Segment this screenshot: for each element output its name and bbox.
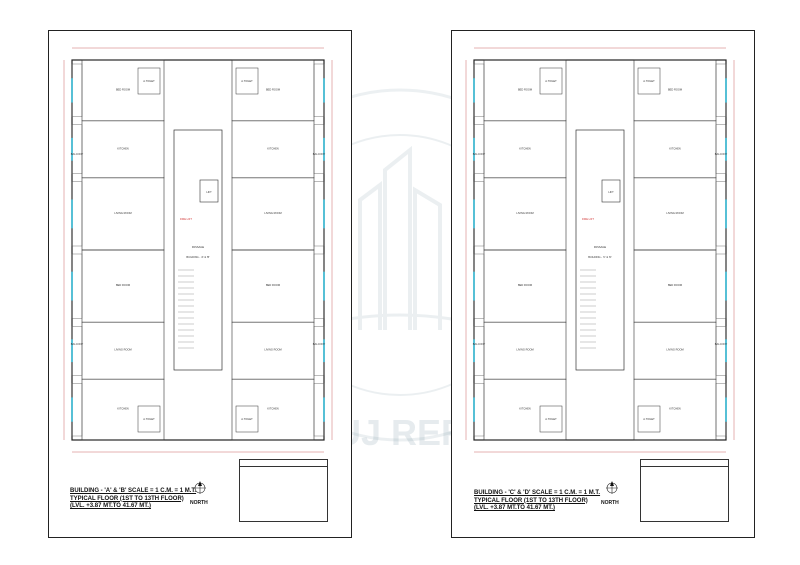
balcony-label: BALCONY — [473, 152, 486, 156]
balcony-label: BALCONY — [473, 342, 486, 346]
drawing-sheet-left — [48, 30, 352, 538]
building-label: BUILDING - 'A' & 'B' — [186, 255, 210, 259]
room-label: KITCHEN — [669, 146, 681, 150]
toilet-label: A.TOILET — [241, 79, 253, 83]
room-label: KITCHEN — [117, 407, 129, 411]
title-level-line: (LVL. +3.87 MT.TO 41.67 MT.) — [70, 503, 151, 509]
title-block-left: BUILDING - 'A' & 'B' SCALE = 1 C.M. = 1 … — [70, 488, 196, 511]
room-label: LIVING ROOM — [264, 348, 281, 352]
room-label: BED ROOM — [518, 283, 532, 287]
outer-wall — [473, 59, 727, 441]
room-label: KITCHEN — [519, 407, 531, 411]
toilet-room — [539, 405, 563, 433]
title-scale-line: BUILDING - 'A' & 'B' SCALE = 1 C.M. = 1 … — [70, 488, 197, 494]
room-label: BED ROOM — [266, 283, 280, 287]
room-label: LIVING ROOM — [264, 211, 281, 215]
title-floor-line: TYPICAL FLOOR (1ST TO 13TH FLOOR) — [70, 495, 184, 502]
core-block — [575, 129, 625, 371]
fire-lift-label: FIRE LIFT — [582, 217, 594, 221]
toilet-room — [539, 67, 563, 95]
room-label: KITCHEN — [519, 146, 531, 150]
title-scale-line: BUILDING - 'C' & 'D' SCALE = 1 C.M. = 1 … — [474, 490, 601, 496]
room-label: BED ROOM — [116, 283, 130, 287]
title-block-right: BUILDING - 'C' & 'D' SCALE = 1 C.M. = 1 … — [474, 490, 600, 513]
toilet-label: A.TOILET — [643, 79, 655, 83]
room-label: KITCHEN — [267, 407, 279, 411]
room-label: KITCHEN — [117, 146, 129, 150]
room-label: BED ROOM — [266, 87, 280, 91]
toilet-room — [235, 67, 259, 95]
lift-shaft — [199, 179, 219, 203]
passage-label: PASSAGE — [594, 245, 606, 249]
title-level-line: (LVL. +3.87 MT.TO 41.67 MT.) — [474, 505, 555, 511]
room-label: BED ROOM — [518, 87, 532, 91]
room-label: LIVING ROOM — [666, 348, 683, 352]
balcony-label: BALCONY — [313, 152, 326, 156]
building-label: BUILDING - 'C' & 'D' — [588, 255, 612, 259]
toilet-label: A.TOILET — [545, 79, 557, 83]
toilet-room — [235, 405, 259, 433]
north-label-left: NORTH — [190, 500, 208, 506]
core-block — [173, 129, 223, 371]
room-label: BED ROOM — [668, 283, 682, 287]
room-label: LIVING ROOM — [516, 211, 533, 215]
room-label: BED ROOM — [116, 87, 130, 91]
balcony-label: BALCONY — [313, 342, 326, 346]
balcony-label: BALCONY — [715, 342, 728, 346]
balcony-label: BALCONY — [715, 152, 728, 156]
lift-label: LIFT — [608, 190, 614, 194]
lift-label: LIFT — [206, 190, 212, 194]
toilet-room — [637, 405, 661, 433]
title-floor-line: TYPICAL FLOOR (1ST TO 13TH FLOOR) — [474, 497, 588, 504]
room-label: LIVING ROOM — [666, 211, 683, 215]
room-label: LIVING ROOM — [516, 348, 533, 352]
balcony-label: BALCONY — [71, 342, 84, 346]
outer-wall — [71, 59, 325, 441]
fire-lift-label: FIRE LIFT — [180, 217, 192, 221]
toilet-room — [137, 67, 161, 95]
toilet-label: A.TOILET — [143, 79, 155, 83]
balcony-label: BALCONY — [71, 152, 84, 156]
north-label-right: NORTH — [601, 500, 619, 506]
lift-shaft — [601, 179, 621, 203]
room-label: LIVING ROOM — [114, 348, 131, 352]
passage-label: PASSAGE — [192, 245, 204, 249]
toilet-room — [637, 67, 661, 95]
room-label: KITCHEN — [669, 407, 681, 411]
drawing-sheet-right — [451, 30, 755, 538]
toilet-label: A.TOILET — [143, 417, 155, 421]
room-label: LIVING ROOM — [114, 211, 131, 215]
room-label: BED ROOM — [668, 87, 682, 91]
toilet-label: A.TOILET — [643, 417, 655, 421]
area-table-right — [640, 459, 729, 522]
toilet-label: A.TOILET — [241, 417, 253, 421]
toilet-room — [137, 405, 161, 433]
toilet-label: A.TOILET — [545, 417, 557, 421]
area-table-left — [239, 459, 328, 522]
room-label: KITCHEN — [267, 146, 279, 150]
